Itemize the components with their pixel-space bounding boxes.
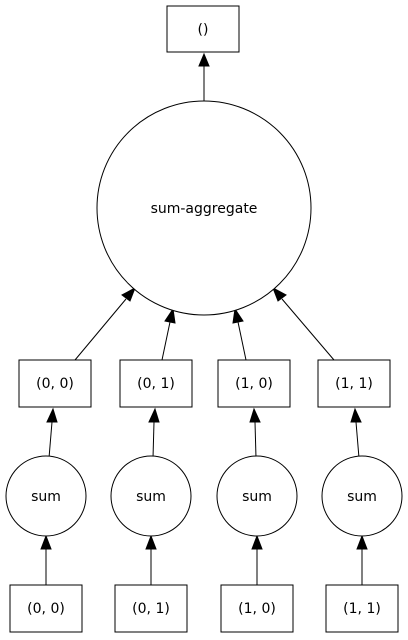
input-node-box — [9, 584, 83, 633]
op-node-circle — [110, 455, 192, 537]
arrowhead-icon — [198, 52, 210, 67]
partial-node-1: (0, 1) — [119, 359, 193, 408]
edge-partial-2-to-aggregate — [237, 321, 247, 361]
op-node-circle — [321, 455, 403, 537]
arrowhead-icon — [40, 534, 52, 550]
partial-node-box — [119, 359, 193, 408]
edge-op-3-to-partial-3 — [355, 421, 360, 459]
aggregate-node-label: sum-aggregate — [151, 201, 258, 217]
input-node-box — [114, 584, 188, 633]
arrowhead-icon — [46, 407, 58, 423]
op-node-1: sum — [110, 455, 192, 537]
edge-op-0-to-partial-0 — [48, 421, 53, 459]
input-node-box — [220, 584, 294, 633]
root-node: () — [166, 5, 240, 53]
arrowhead-icon — [251, 534, 263, 550]
op-node-label: sum — [31, 489, 61, 505]
op-node-label: sum — [242, 489, 272, 505]
edge-partial-0-to-aggregate — [74, 298, 127, 361]
partial-node-2: (1, 0) — [217, 359, 291, 408]
partial-node-box — [217, 359, 291, 408]
arrowhead-icon — [145, 534, 157, 550]
input-node-label: (1, 1) — [343, 601, 381, 617]
arrowhead-icon — [272, 286, 287, 302]
root-node-box — [166, 5, 240, 53]
root-node-label: () — [198, 22, 209, 38]
partial-node-label: (0, 1) — [137, 376, 175, 392]
input-node-0: (0, 0) — [9, 584, 83, 633]
edges — [40, 52, 368, 585]
arrowhead-icon — [350, 407, 362, 423]
op-node-label: sum — [347, 489, 377, 505]
op-node-label: sum — [136, 489, 166, 505]
partial-node-3: (1, 1) — [317, 359, 391, 408]
input-node-label: (0, 0) — [27, 601, 65, 617]
aggregate-node-circle — [96, 100, 312, 316]
arrowhead-icon — [121, 286, 136, 302]
op-node-3: sum — [321, 455, 403, 537]
edge-partial-1-to-aggregate — [161, 321, 171, 361]
input-node-label: (0, 1) — [132, 601, 170, 617]
partial-node-box — [317, 359, 391, 408]
edge-partial-3-to-aggregate — [281, 298, 335, 361]
arrowhead-icon — [232, 307, 244, 324]
arrowhead-icon — [249, 407, 261, 423]
arrowhead-icon — [164, 307, 176, 324]
arrowhead-icon — [356, 534, 368, 550]
input-node-1: (0, 1) — [114, 584, 188, 633]
input-node-2: (1, 0) — [220, 584, 294, 633]
partial-node-label: (1, 1) — [335, 376, 373, 392]
input-node-3: (1, 1) — [325, 584, 399, 633]
partial-node-0: (0, 0) — [18, 359, 92, 408]
edge-op-1-to-partial-1 — [152, 421, 155, 459]
partial-node-box — [18, 359, 92, 408]
edge-op-2-to-partial-2 — [254, 421, 257, 459]
op-node-2: sum — [216, 455, 298, 537]
aggregate-node: sum-aggregate — [96, 100, 312, 316]
op-node-circle — [216, 455, 298, 537]
op-node-circle — [5, 455, 87, 537]
partial-node-label: (1, 0) — [235, 376, 273, 392]
op-node-0: sum — [5, 455, 87, 537]
partial-node-label: (0, 0) — [36, 376, 74, 392]
input-node-box — [325, 584, 399, 633]
input-node-label: (1, 0) — [238, 601, 276, 617]
arrowhead-icon — [148, 407, 160, 423]
